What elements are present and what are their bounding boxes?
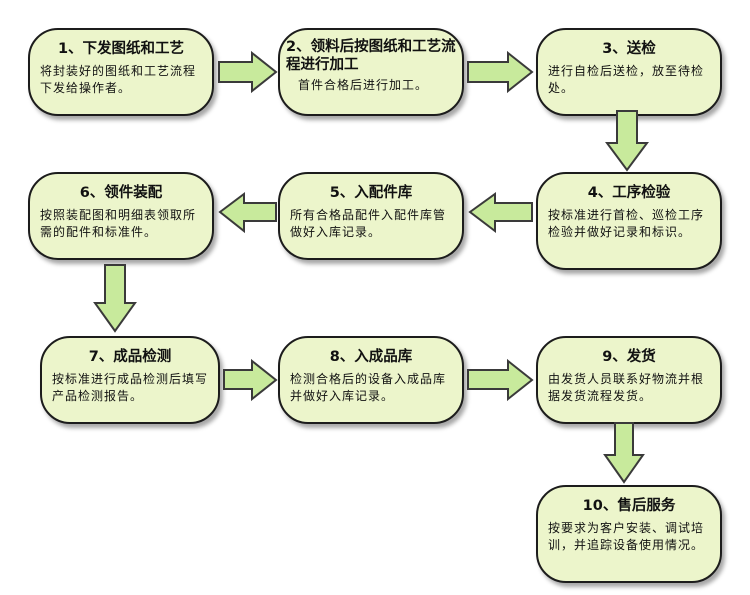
- arrow-right-1-to-2: [218, 50, 278, 94]
- step-3-title: 3、送检: [602, 41, 656, 57]
- step-1-desc: 将封装好的图纸和工艺流程下发给操作者。: [40, 64, 197, 95]
- step-8-desc: 检测合格后的设备入成品库并做好入库记录。: [290, 372, 447, 403]
- step-10-box: 10、售后服务 按要求为客户安装、调试培训，并追踪设备使用情况。: [536, 485, 722, 583]
- step-5-title: 5、入配件库: [329, 185, 413, 201]
- arrow-down-9-to-10: [603, 422, 645, 484]
- step-4-box: 4、工序检验 按标准进行首检、巡检工序检验并做好记录和标识。: [536, 172, 722, 270]
- arrow-left-5-to-6: [218, 192, 277, 234]
- step-10-title: 10、售后服务: [582, 498, 676, 514]
- step-2-desc: 首件合格后进行加工。: [298, 78, 429, 92]
- step-6-desc: 按照装配图和明细表领取所需的配件和标准件。: [40, 208, 197, 239]
- step-1-title: 1、下发图纸和工艺: [57, 41, 185, 57]
- step-10-desc: 按要求为客户安装、调试培训，并追踪设备使用情况。: [548, 521, 705, 552]
- step-3-desc: 进行自检后送检，放至待检处。: [548, 64, 705, 95]
- step-9-desc: 由发货人员联系好物流并根据发货流程发货。: [548, 372, 705, 403]
- arrow-right-2-to-3: [467, 50, 534, 94]
- step-5-desc: 所有合格品配件入配件库管做好入库记录。: [290, 208, 447, 239]
- arrow-right-8-to-9: [467, 358, 534, 402]
- step-4-title: 4、工序检验: [587, 185, 671, 201]
- step-5-box: 5、入配件库 所有合格品配件入配件库管做好入库记录。: [278, 172, 464, 260]
- step-9-box: 9、发货 由发货人员联系好物流并根据发货流程发货。: [536, 336, 722, 424]
- step-8-title: 8、入成品库: [329, 349, 413, 365]
- step-9-title: 9、发货: [602, 349, 656, 365]
- step-4-desc: 按标准进行首检、巡检工序检验并做好记录和标识。: [548, 208, 705, 239]
- step-8-box: 8、入成品库 检测合格后的设备入成品库并做好入库记录。: [278, 336, 464, 424]
- step-7-box: 7、成品检测 按标准进行成品检测后填写产品检测报告。: [40, 336, 220, 424]
- arrow-down-6-to-7: [93, 264, 137, 333]
- step-6-box: 6、领件装配 按照装配图和明细表领取所需的配件和标准件。: [28, 172, 214, 260]
- arrow-left-4-to-5: [468, 192, 533, 234]
- step-7-desc: 按标准进行成品检测后填写产品检测报告。: [52, 372, 209, 403]
- step-7-title: 7、成品检测: [88, 349, 172, 365]
- arrow-right-7-to-8: [223, 358, 278, 402]
- step-1-box: 1、下发图纸和工艺 将封装好的图纸和工艺流程下发给操作者。: [28, 28, 214, 116]
- step-2-title: 2、领料后按图纸和工艺流程进行加工: [286, 39, 456, 73]
- step-3-box: 3、送检 进行自检后送检，放至待检处。: [536, 28, 722, 116]
- arrow-down-3-to-4: [605, 110, 649, 172]
- step-6-title: 6、领件装配: [79, 185, 163, 201]
- step-2-box: 2、领料后按图纸和工艺流程进行加工 首件合格后进行加工。: [278, 28, 464, 116]
